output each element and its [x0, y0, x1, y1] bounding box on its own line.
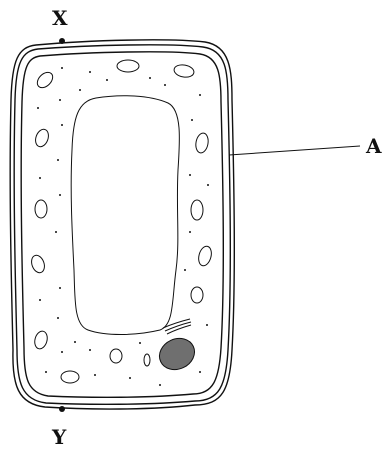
chloroplast [194, 132, 209, 154]
cell-wall-middle [14, 45, 230, 404]
cytoplasm-granules [37, 67, 209, 386]
chloroplast [197, 245, 214, 267]
chloroplast [33, 127, 50, 148]
nucleus [154, 333, 199, 375]
chloroplast [35, 200, 47, 218]
chloroplast [33, 330, 49, 350]
golgi-body [163, 319, 191, 334]
label-y: Y [51, 425, 67, 449]
pointer-line-a [229, 146, 360, 155]
chloroplast [61, 371, 79, 383]
point-y-marker [59, 406, 65, 412]
chloroplast [191, 200, 203, 220]
vacuole [71, 96, 179, 335]
chloroplast [117, 60, 139, 72]
chloroplast [173, 63, 195, 78]
chloroplast [110, 349, 122, 363]
chloroplast [191, 287, 203, 303]
chloroplast [144, 354, 150, 366]
chloroplast [29, 253, 46, 274]
label-a: A [365, 134, 382, 158]
label-x: X [52, 6, 68, 30]
chloroplast [34, 69, 55, 90]
